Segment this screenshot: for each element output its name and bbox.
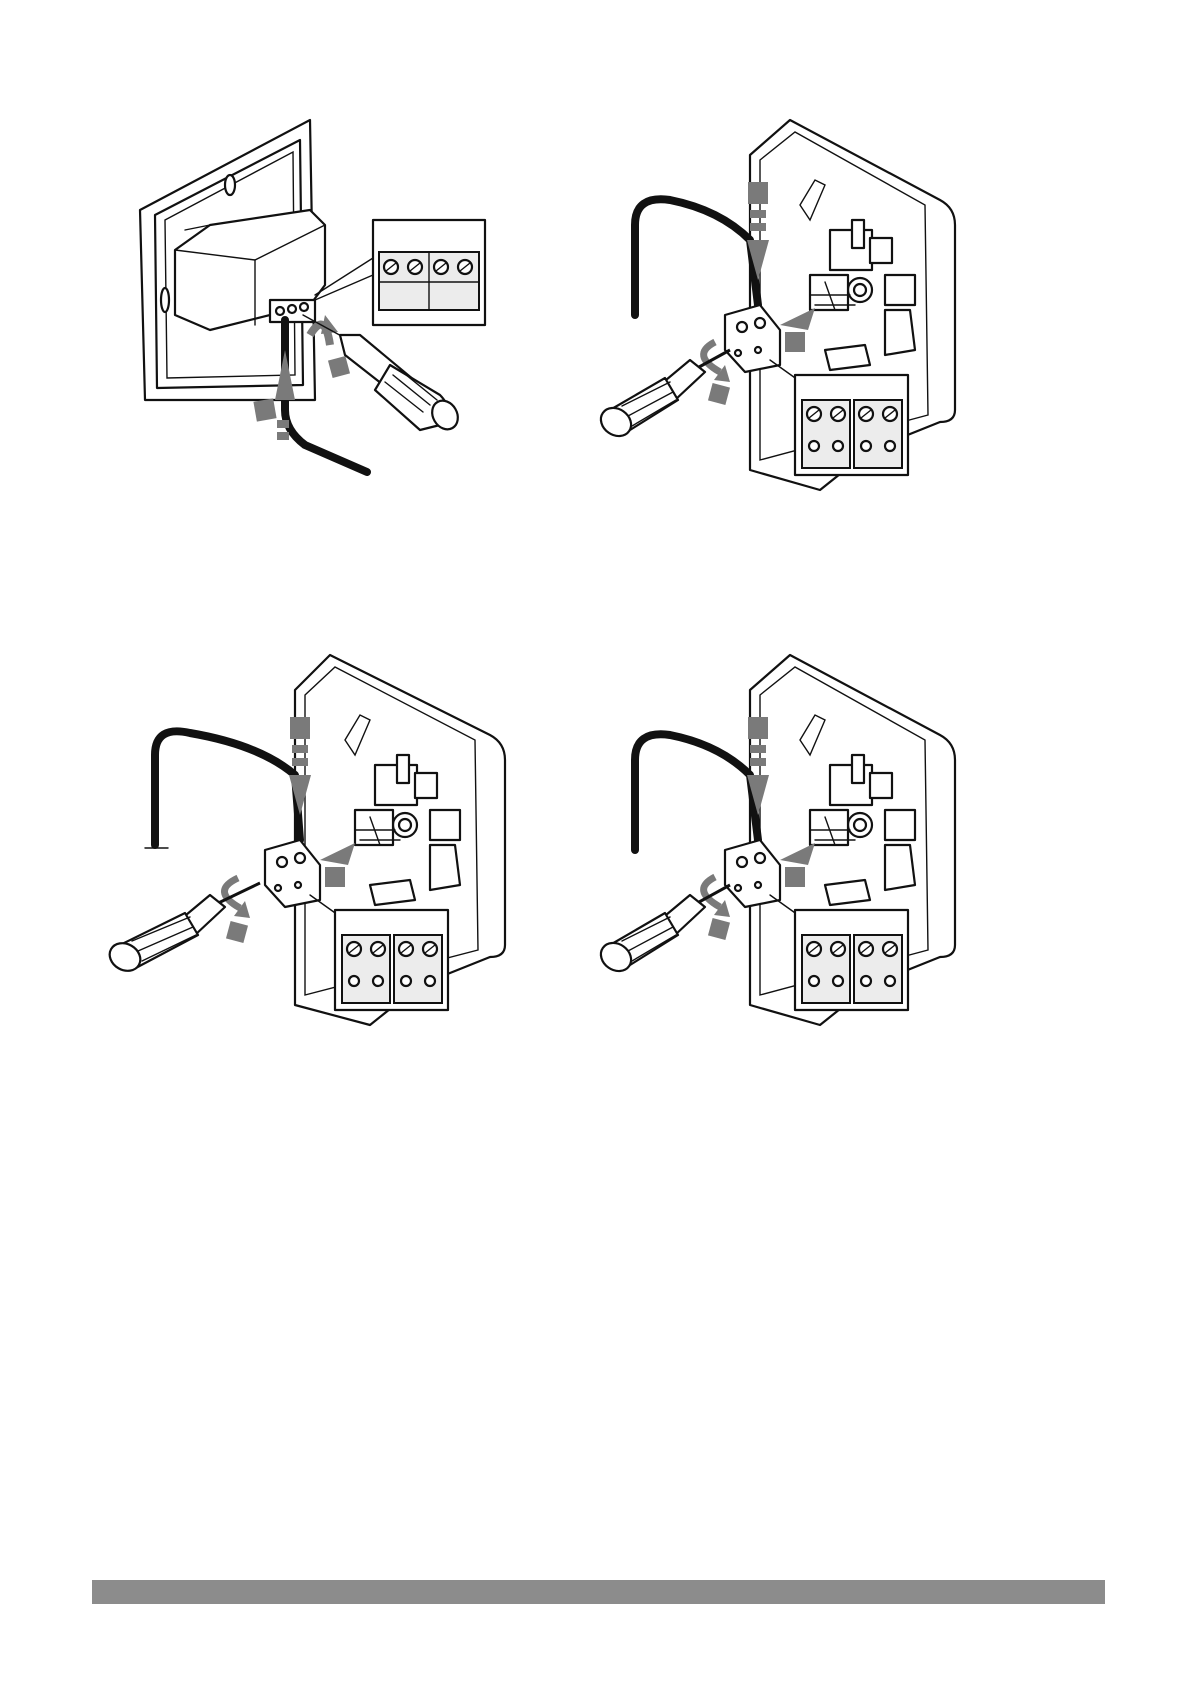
footer-bar: [92, 1580, 1105, 1604]
terminal-strip: [270, 300, 315, 322]
diagram-panel-1: [135, 110, 535, 530]
cable-icon: [635, 734, 758, 850]
panel-4-illustration: [630, 655, 1050, 1075]
rotation-arrow-icon: [224, 878, 250, 943]
cable-icon: [155, 731, 300, 845]
diagram-panel-4: [630, 655, 1050, 1075]
terminal-block-icon: [315, 220, 485, 325]
panel-2-illustration: [630, 110, 1050, 530]
panel-1-illustration: [135, 110, 535, 530]
cable-icon: [635, 199, 758, 315]
panel-3-illustration: [110, 645, 530, 1065]
diagram-panel-2: [630, 110, 1050, 530]
diagram-panel-3: [110, 645, 530, 1065]
